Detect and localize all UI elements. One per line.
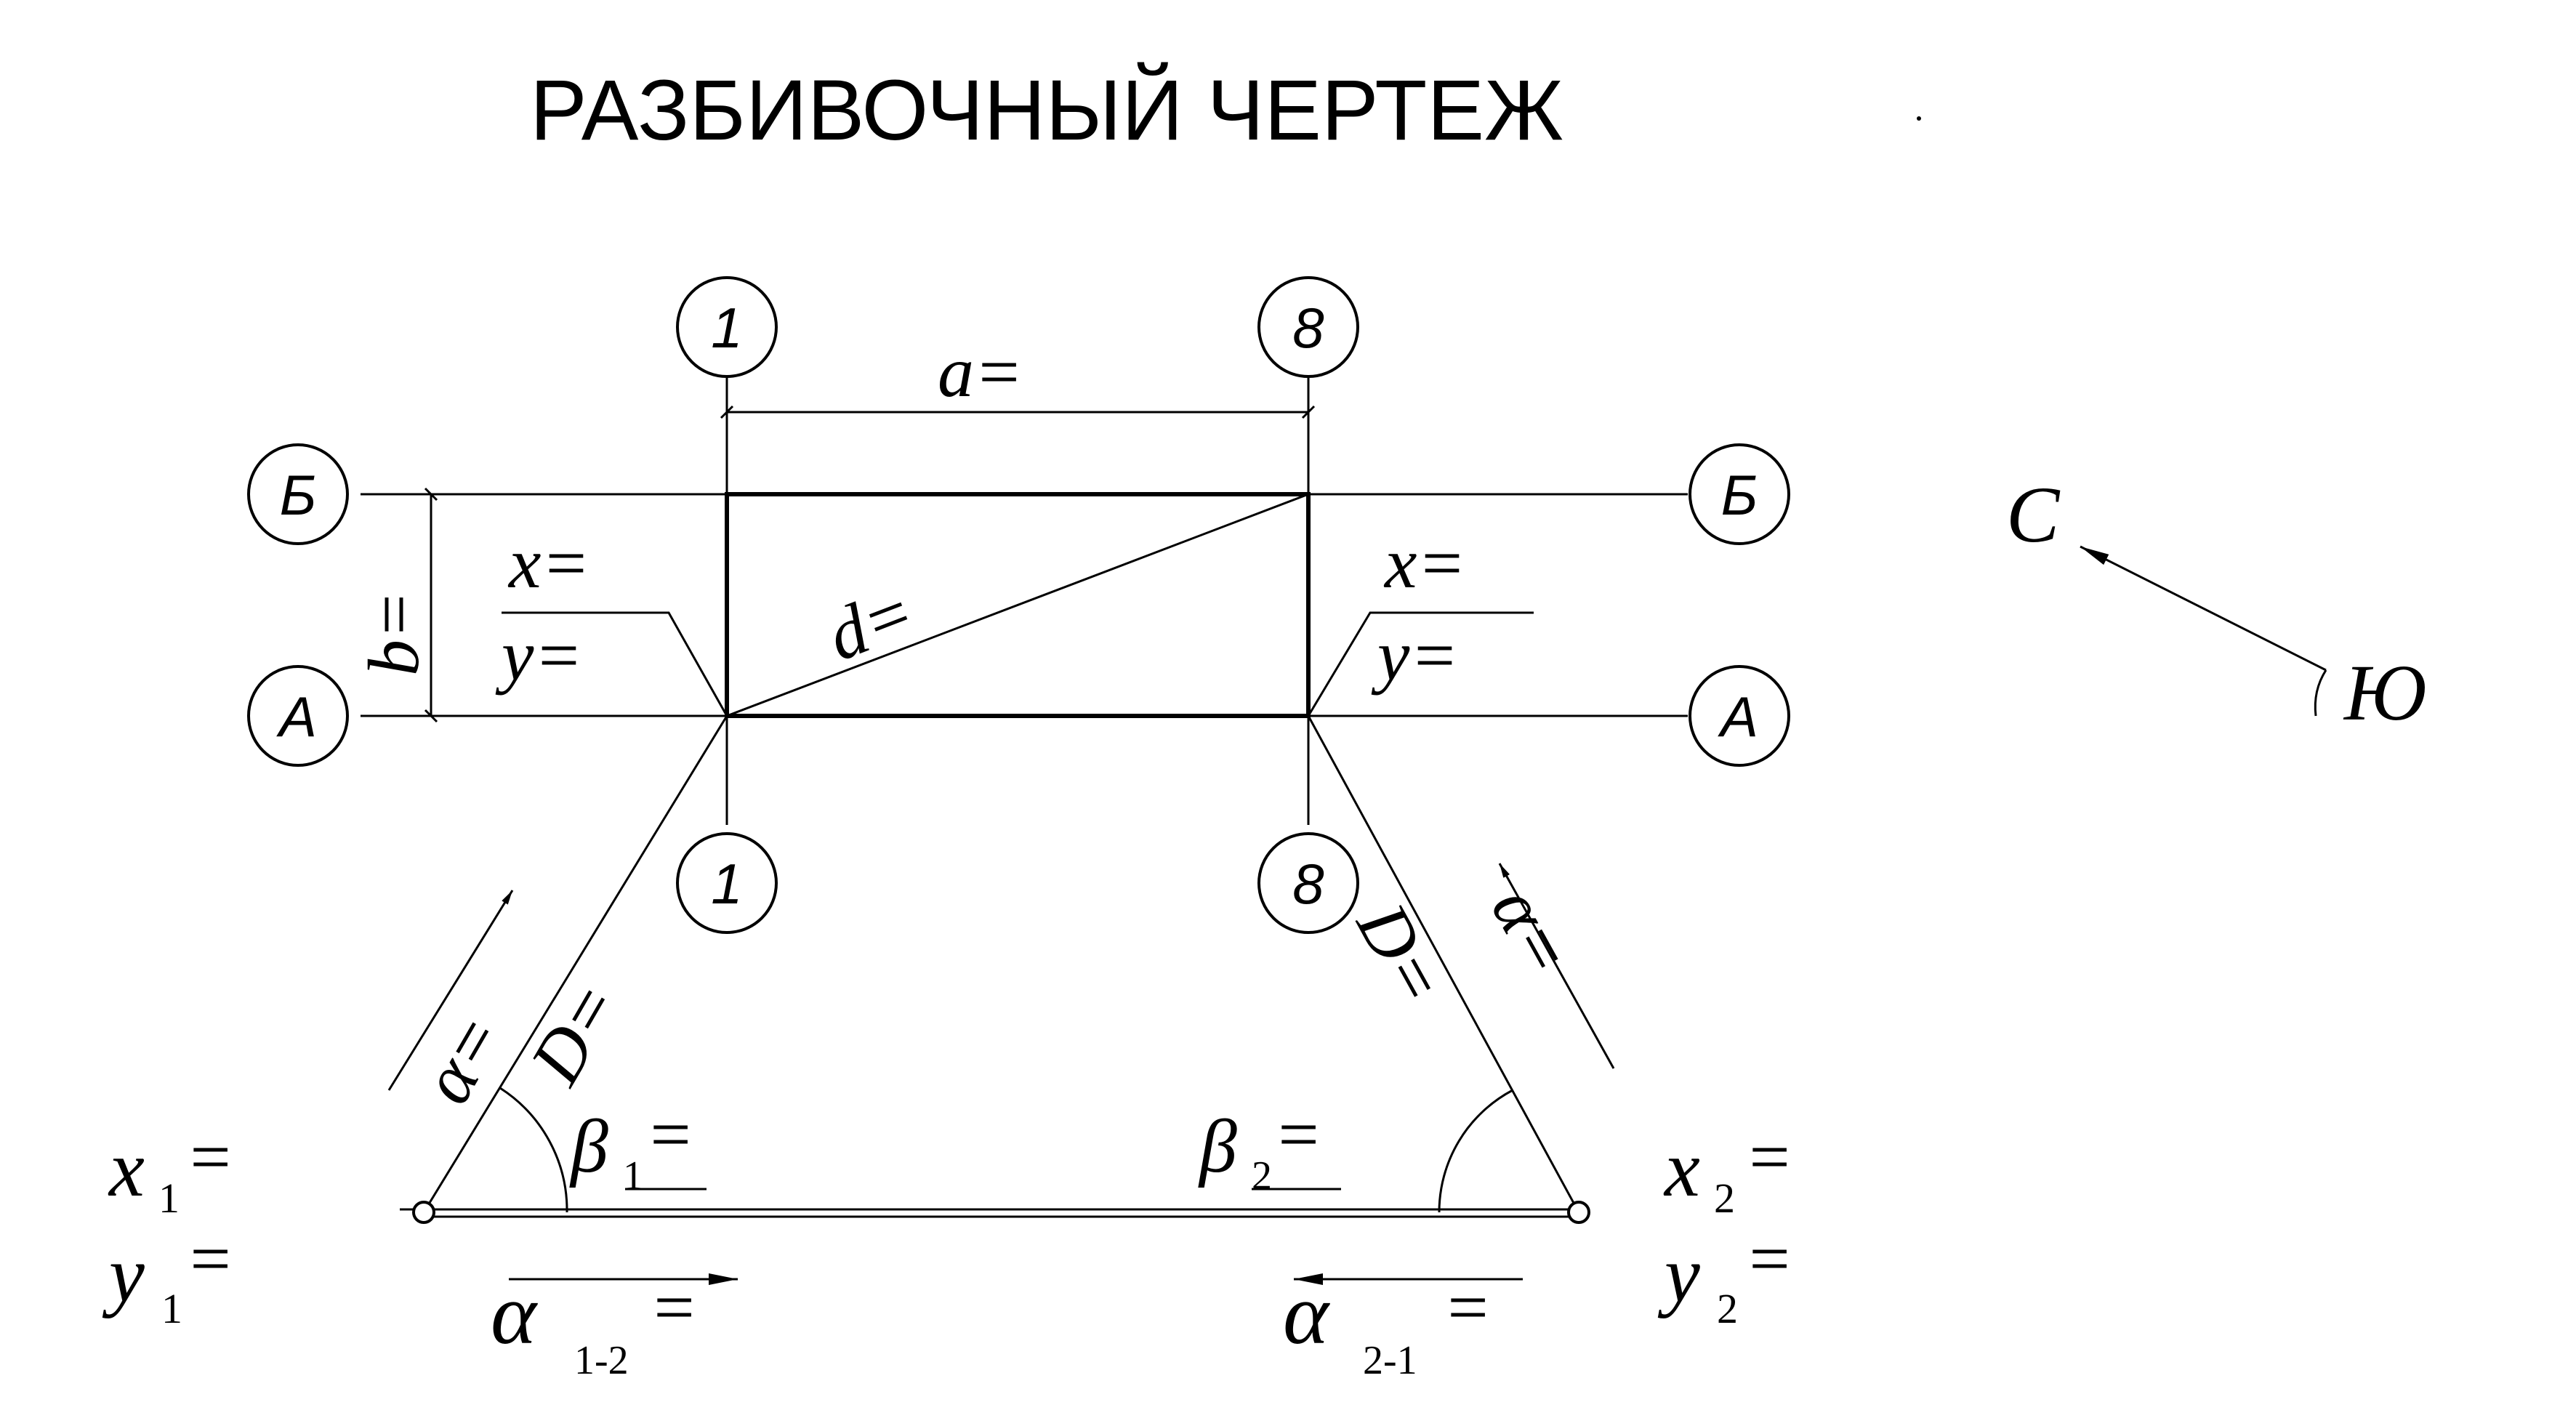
distance-d-left-label: D= bbox=[514, 969, 635, 1098]
svg-text:α: α bbox=[1283, 1265, 1330, 1362]
dimension-b: b= bbox=[353, 487, 438, 723]
north-arrow-icon bbox=[2080, 545, 2327, 672]
svg-text:=: = bbox=[185, 1116, 234, 1197]
alpha12-label: α 1-2 = bbox=[491, 1265, 738, 1383]
alpha21-label: α 2-1 = bbox=[1283, 1265, 1523, 1383]
svg-text:1: 1 bbox=[161, 1285, 182, 1332]
station-right-coords: x 2 = y 2 = bbox=[1657, 1116, 1793, 1332]
building-diagonal bbox=[726, 493, 1309, 717]
corner-right-x: x= bbox=[1383, 523, 1466, 603]
station-left-y: y bbox=[102, 1230, 145, 1318]
axis-bubble-col-left-bottom: 1 bbox=[676, 832, 778, 934]
svg-text:2: 2 bbox=[1252, 1153, 1272, 1199]
corner-left-x: x= bbox=[507, 523, 590, 603]
axis-bubble-row-bottom-right: А bbox=[1689, 665, 1790, 767]
svg-text:1: 1 bbox=[711, 852, 742, 916]
svg-text:β: β bbox=[569, 1105, 608, 1188]
compass-north-label: С bbox=[2006, 470, 2061, 559]
dimension-a: a= bbox=[720, 331, 1316, 419]
svg-text:Б: Б bbox=[280, 463, 317, 527]
stray-dot bbox=[1917, 116, 1921, 121]
alpha-right-arrow-icon bbox=[1498, 863, 1615, 1069]
building-outline bbox=[725, 492, 1311, 718]
svg-text:1: 1 bbox=[158, 1175, 180, 1222]
axis-bubble-col-right-top: 8 bbox=[1257, 276, 1359, 378]
svg-text:=: = bbox=[649, 1267, 698, 1347]
svg-text:Б: Б bbox=[1721, 463, 1758, 527]
svg-text:1: 1 bbox=[623, 1153, 643, 1199]
svg-text:=: = bbox=[1744, 1218, 1793, 1299]
station-left-x: x bbox=[108, 1124, 145, 1213]
svg-text:8: 8 bbox=[1292, 852, 1324, 916]
svg-text:=: = bbox=[1744, 1116, 1793, 1197]
corner-callout-right: x= y= bbox=[1307, 523, 1534, 717]
svg-text:А: А bbox=[276, 685, 317, 749]
corner-right-y: y= bbox=[1371, 615, 1459, 696]
beta2-label: β 2 = bbox=[1198, 1094, 1341, 1199]
axis-bubble-col-right-bottom: 8 bbox=[1257, 832, 1359, 934]
svg-text:А: А bbox=[1718, 685, 1758, 749]
dimension-b-label: b= bbox=[353, 591, 434, 676]
alpha-left-label: α= bbox=[406, 1001, 519, 1116]
svg-text:2: 2 bbox=[1717, 1285, 1738, 1332]
station-left-coords: x 1 = y 1 = bbox=[102, 1116, 234, 1332]
compass: С Ю bbox=[2006, 470, 2427, 737]
compass-south-hook bbox=[2314, 669, 2327, 717]
svg-text:1-2: 1-2 bbox=[574, 1338, 629, 1383]
station-point-right bbox=[1567, 1201, 1590, 1224]
svg-text:8: 8 bbox=[1292, 296, 1324, 360]
beta1-label: β 1 = bbox=[569, 1094, 707, 1199]
svg-text:2: 2 bbox=[1714, 1175, 1735, 1222]
ray-left bbox=[422, 715, 728, 1213]
corner-left-y: y= bbox=[495, 615, 583, 696]
dimension-d-label: d= bbox=[816, 571, 925, 677]
alpha-left-arrow-icon bbox=[387, 890, 514, 1091]
axis-bubble-row-bottom-left: А bbox=[247, 665, 349, 767]
svg-text:=: = bbox=[645, 1094, 694, 1175]
svg-text:1: 1 bbox=[711, 296, 742, 360]
axis-bubble-row-top-right: Б bbox=[1689, 443, 1790, 545]
station-point-left bbox=[412, 1201, 435, 1224]
svg-text:=: = bbox=[185, 1218, 234, 1299]
distance-d-right-label: D= bbox=[1341, 889, 1462, 1018]
angle-arc-beta2 bbox=[1438, 1089, 1513, 1213]
base-line bbox=[400, 1208, 1588, 1218]
alpha-right-label: α= bbox=[1476, 874, 1589, 989]
compass-south-label: Ю bbox=[2343, 648, 2427, 737]
axis-bubble-row-top-left: Б bbox=[247, 443, 349, 545]
svg-text:α: α bbox=[491, 1265, 538, 1362]
axis-bubble-col-left-top: 1 bbox=[676, 276, 778, 378]
svg-text:=: = bbox=[1273, 1094, 1322, 1175]
station-right-x: x bbox=[1663, 1124, 1700, 1213]
angle-arc-beta1 bbox=[499, 1087, 568, 1213]
dimension-a-label: a= bbox=[938, 331, 1023, 412]
station-right-y: y bbox=[1657, 1230, 1700, 1318]
corner-callout-left: x= y= bbox=[495, 523, 728, 717]
svg-text:=: = bbox=[1443, 1267, 1492, 1347]
svg-text:β: β bbox=[1198, 1105, 1237, 1188]
svg-text:2-1: 2-1 bbox=[1363, 1338, 1417, 1383]
page-title: РАЗБИВОЧНЫЙ ЧЕРТЕЖ bbox=[530, 61, 1563, 158]
ray-right bbox=[1307, 715, 1580, 1213]
